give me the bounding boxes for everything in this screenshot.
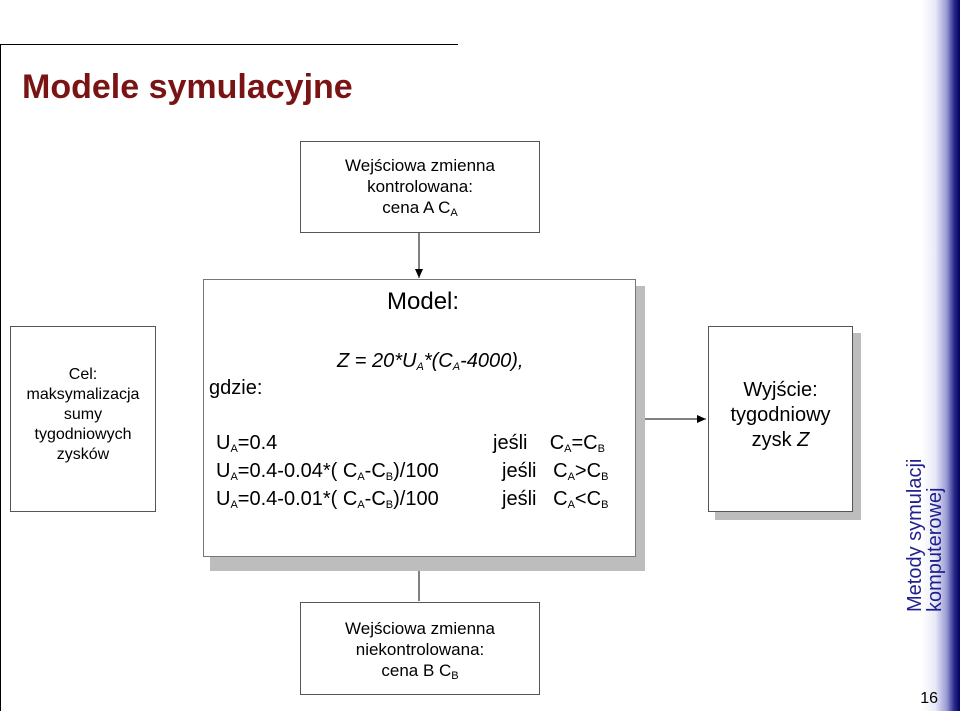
- model-formula: Z = 20*UA*(CA-4000),: [337, 350, 524, 373]
- model-box: Model: gdzie: Z = 20*UA*(CA-4000), UA=0.…: [203, 279, 636, 557]
- uncontrolled-line3: cena B CB: [381, 661, 459, 682]
- frame-left-line: [0, 44, 1, 711]
- side-gradient-band: [922, 0, 960, 711]
- goal-line: zysków: [56, 446, 110, 463]
- output-line: Wyjście:: [743, 379, 818, 401]
- case-row-3: UA=0.4-0.01*( CA-CB)/100: [216, 488, 439, 511]
- case-condition-1: jeśli CA=CB: [493, 432, 605, 455]
- page-number: 16: [920, 690, 938, 707]
- model-where-label: gdzie:: [209, 377, 263, 399]
- output-line: tygodniowy: [730, 404, 831, 426]
- case-row-1: UA=0.4: [216, 432, 278, 455]
- case-row-2: UA=0.4-0.04*( CA-CB)/100: [216, 460, 439, 483]
- output-line: zysk Z: [751, 429, 810, 451]
- frame-top-line: [0, 44, 458, 45]
- goal-line: sumy: [63, 406, 103, 423]
- goal-line: maksymalizacja: [26, 386, 140, 403]
- controlled-line3: cena A CA: [382, 198, 458, 219]
- uncontrolled-input-box: Wejściowa zmienna niekontrolowana: cena …: [300, 602, 540, 695]
- case-condition-3: jeśli CA<CB: [502, 488, 609, 511]
- slide-title: Modele symulacyjne: [22, 68, 353, 106]
- output-box: Wyjście: tygodniowy zysk Z: [708, 326, 853, 512]
- uncontrolled-line1: Wejściowa zmienna: [345, 619, 495, 638]
- case-condition-2: jeśli CA>CB: [502, 460, 609, 483]
- goal-line: Cel:: [68, 366, 98, 383]
- goal-box: Cel: maksymalizacja sumy tygodniowych zy…: [10, 326, 156, 512]
- controlled-line2: kontrolowana:: [367, 177, 473, 196]
- model-header: Model:: [387, 288, 460, 315]
- controlled-input-box: Wejściowa zmienna kontrolowana: cena A C…: [300, 141, 540, 233]
- uncontrolled-line2: niekontrolowana:: [355, 640, 485, 659]
- goal-line: tygodniowych: [34, 426, 132, 443]
- controlled-line1: Wejściowa zmienna: [345, 156, 495, 175]
